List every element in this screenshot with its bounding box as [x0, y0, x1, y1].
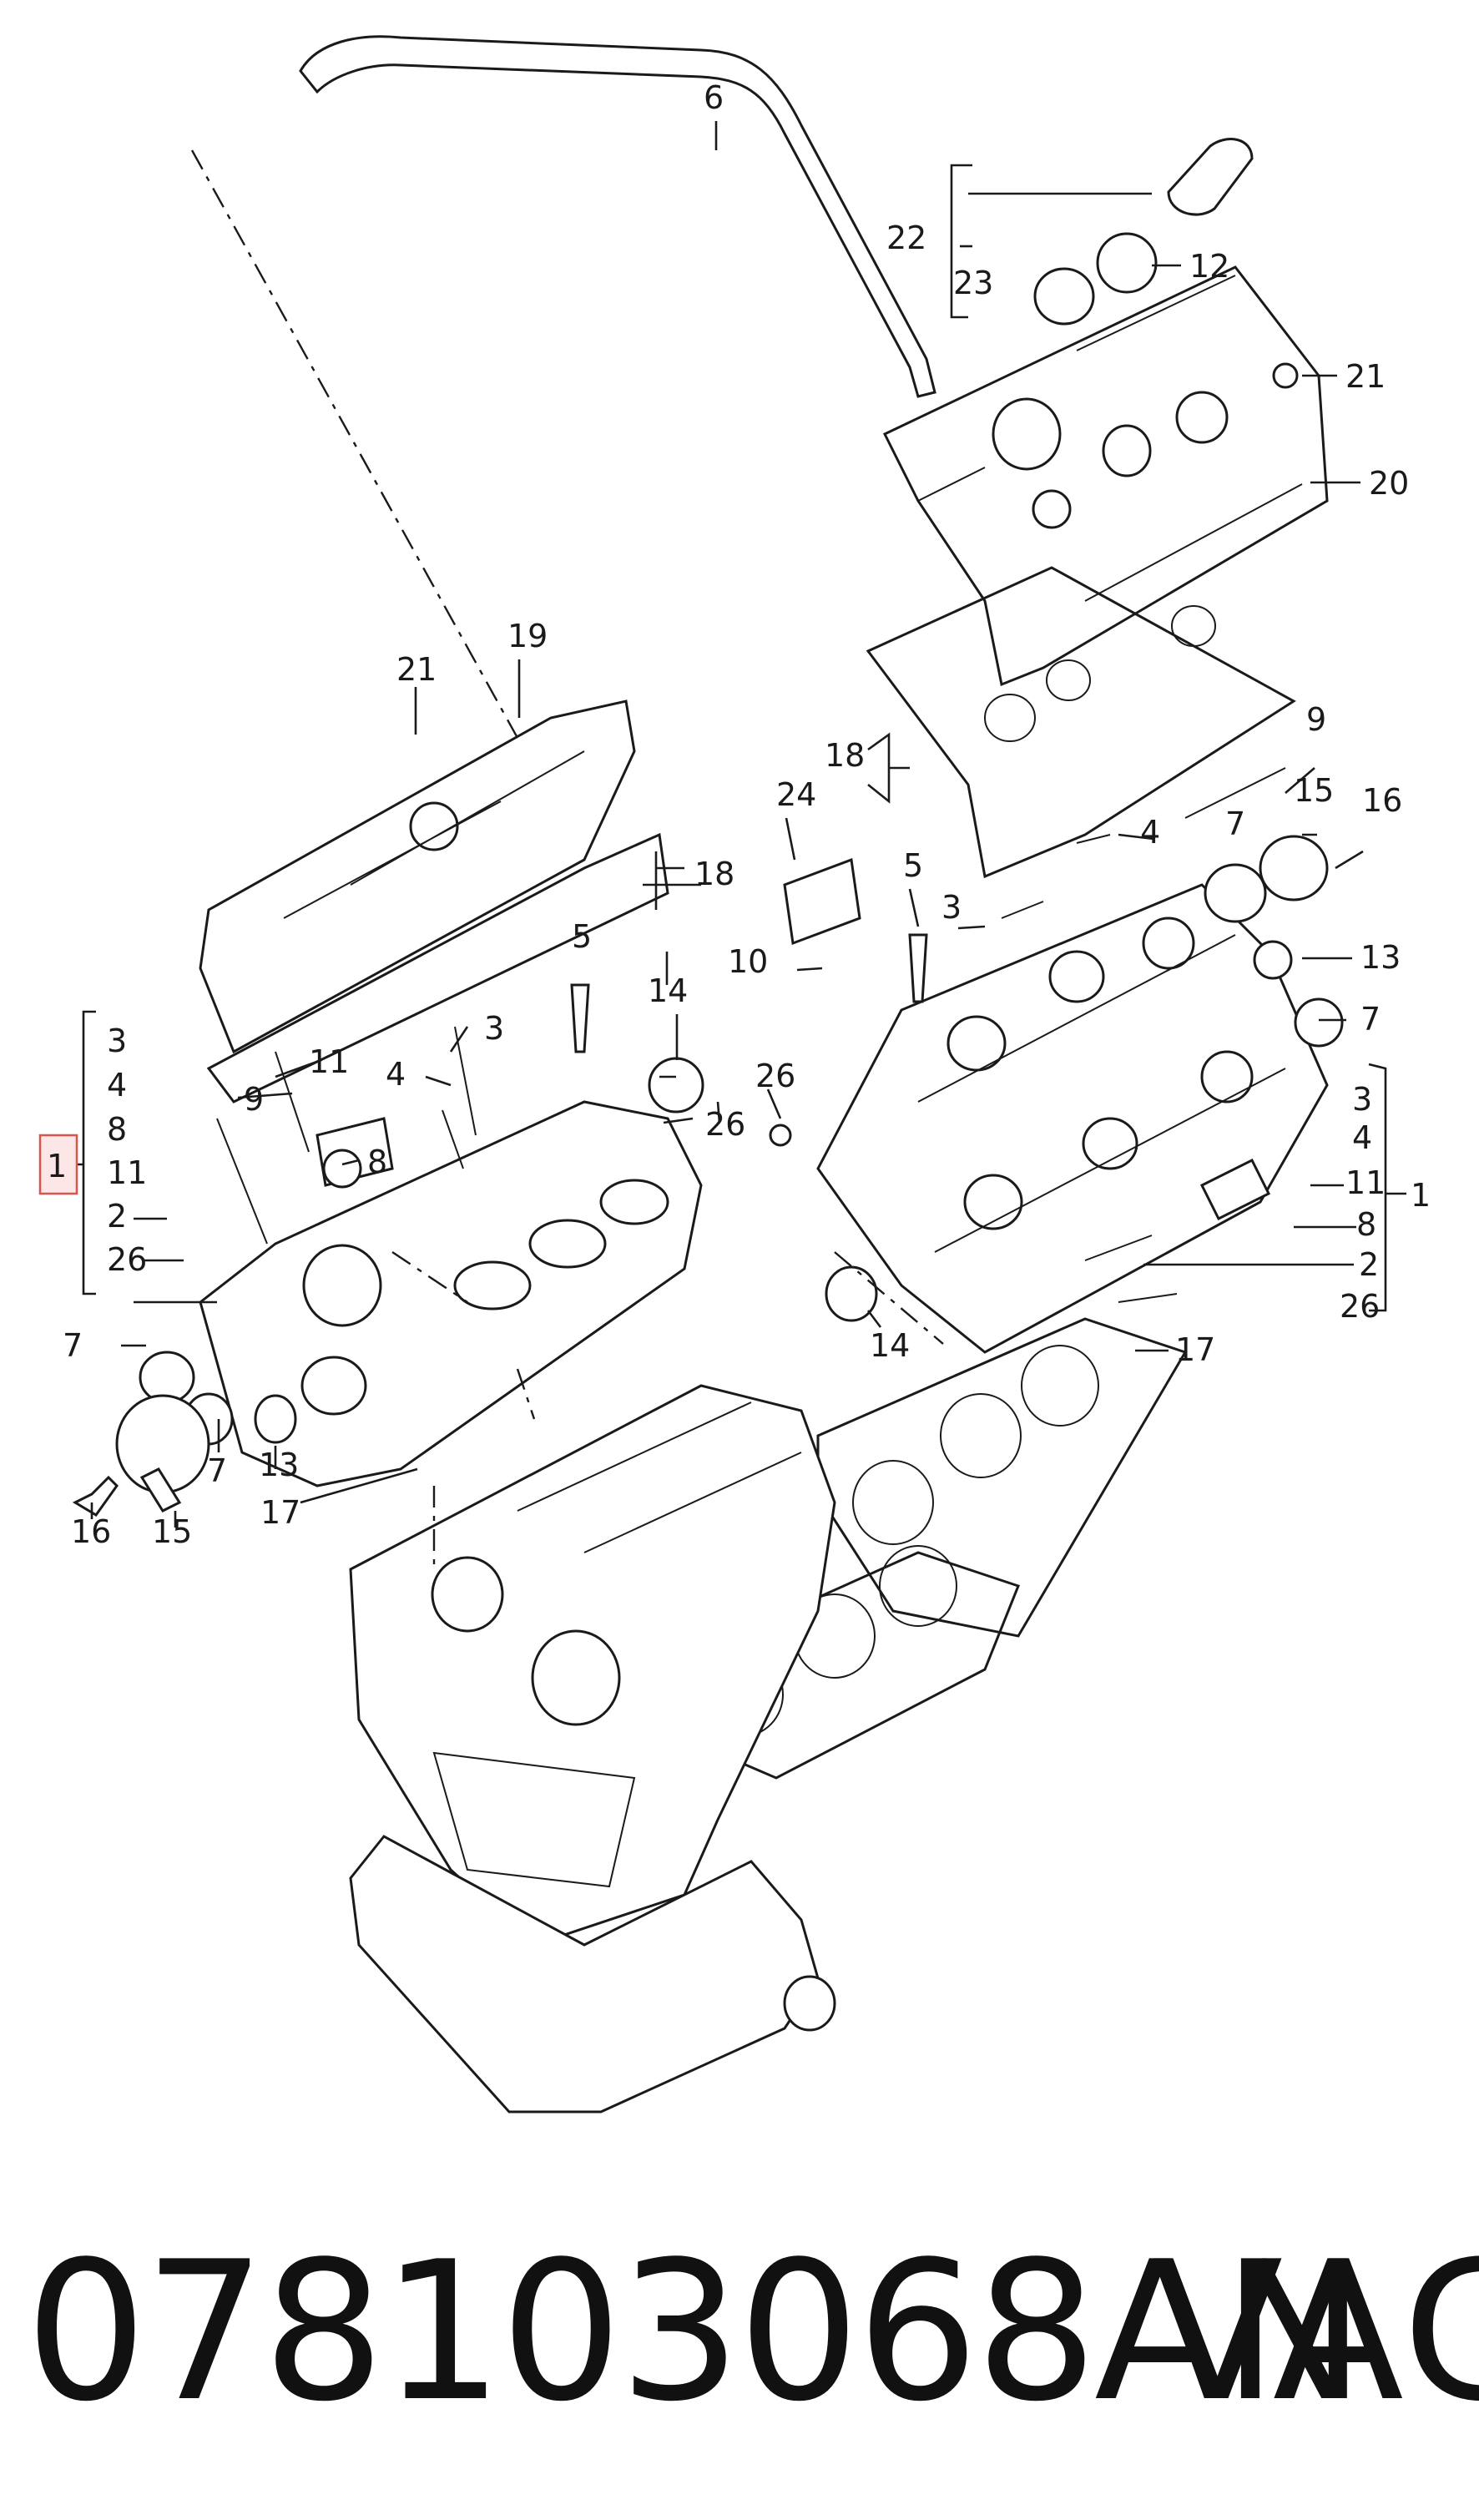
cylinder-head-left — [199, 1100, 703, 1487]
camshaft-plug-right — [1253, 940, 1293, 980]
callout-26-right: 26 — [755, 1058, 795, 1094]
callout-16-left: 16 — [71, 1513, 111, 1550]
oil-pan — [349, 1835, 836, 2113]
callout-4-right-group: 4 — [1352, 1119, 1372, 1156]
head-gasket-right — [816, 1317, 1188, 1638]
callout-4-left-group: 4 — [107, 1067, 127, 1103]
leader-lines — [67, 121, 1406, 1528]
callout-13-left: 13 — [259, 1447, 299, 1483]
callout-15-right: 15 — [1294, 772, 1334, 809]
spark-plug-right — [908, 933, 928, 1003]
callout-12: 12 — [1189, 248, 1229, 285]
callout-8-right: 8 — [1356, 1206, 1376, 1243]
camshaft-seal-right-upper — [1204, 863, 1267, 923]
part-number: 078103068AN — [25, 2221, 1365, 2444]
callout-3-right-group: 3 — [1352, 1081, 1372, 1118]
callout-7-left: 7 — [63, 1327, 83, 1364]
callout-labels: 6 22 23 12 21 20 19 21 18 9 24 15 16 4 7… — [47, 79, 1431, 1550]
callout-13-right: 13 — [1360, 939, 1401, 976]
callout-18-left: 18 — [694, 856, 734, 892]
callout-14-right: 14 — [870, 1327, 910, 1364]
callout-21-right: 21 — [1345, 358, 1386, 395]
callout-11-left: 11 — [309, 1043, 349, 1080]
callout-3-left: 3 — [484, 1010, 504, 1047]
callout-11-right: 11 — [1345, 1164, 1386, 1201]
callout-4-left: 4 — [386, 1056, 406, 1093]
exploded-engine-diagram: 6 22 23 12 21 20 19 21 18 9 24 15 16 4 7… — [38, 35, 1431, 2113]
callout-5-right: 5 — [903, 847, 923, 884]
callout-7-right-upper: 7 — [1225, 805, 1245, 842]
callout-19: 19 — [507, 618, 548, 654]
camshaft-plug-left — [254, 1394, 297, 1444]
oil-seal-right — [1294, 997, 1344, 1048]
callout-2-left-group: 2 — [107, 1198, 127, 1235]
callout-1-left: 1 — [47, 1148, 67, 1184]
callout-23: 23 — [953, 265, 993, 301]
callout-20: 20 — [1369, 465, 1409, 502]
callout-3-left-group: 3 — [107, 1023, 127, 1059]
bolt-left — [72, 1475, 119, 1517]
callout-9-left: 9 — [244, 1081, 264, 1118]
callout-14-left: 14 — [648, 972, 688, 1009]
valve-cover-gasket-left — [206, 832, 669, 1103]
cam-adjuster-right — [1259, 835, 1329, 901]
valve-cover-gasket-right — [866, 566, 1296, 879]
callout-7-right: 7 — [1360, 1001, 1381, 1038]
alignment-line — [190, 149, 536, 769]
highlight-box — [38, 1134, 78, 1195]
callout-11-left-group: 11 — [107, 1154, 147, 1191]
callout-6: 6 — [704, 79, 724, 116]
callout-16-right: 16 — [1362, 782, 1402, 819]
callout-17-left: 17 — [260, 1494, 300, 1531]
cam-bearing-cap-right — [1199, 1158, 1271, 1221]
oil-filler-cap — [1033, 138, 1254, 326]
valve-cover-left — [199, 699, 636, 1054]
callout-21-left: 21 — [396, 651, 437, 688]
spark-plug-left — [570, 983, 590, 1053]
valve-cover-right — [882, 265, 1329, 687]
cam-adjuster-left — [115, 1394, 210, 1513]
callout-26-right-group: 26 — [1340, 1288, 1380, 1325]
camshaft-seal-right — [825, 1265, 878, 1322]
engine-block — [349, 1384, 836, 1947]
callout-8-left: 8 — [367, 1144, 387, 1180]
callout-15-left: 15 — [152, 1513, 192, 1550]
camshaft-seal-left-upper — [648, 1057, 704, 1114]
callout-4-right: 4 — [1140, 814, 1160, 851]
callout-8-left-group: 8 — [107, 1111, 127, 1148]
actuator-24 — [783, 857, 861, 946]
callout-1-right: 1 — [1411, 1177, 1431, 1214]
breather-hose — [299, 35, 936, 398]
callout-10: 10 — [728, 943, 768, 980]
callout-26-left: 26 — [705, 1106, 745, 1143]
callout-2-right: 2 — [1359, 1246, 1379, 1283]
cap-nut-right — [1272, 362, 1299, 389]
callout-7-left-lower: 7 — [207, 1452, 227, 1489]
callout-24: 24 — [776, 776, 816, 813]
cylinder-head-right — [816, 883, 1329, 1354]
callout-26-left-group: 26 — [107, 1241, 147, 1278]
callout-5-left: 5 — [572, 918, 592, 955]
callout-22: 22 — [886, 220, 926, 256]
callout-9-right: 9 — [1306, 701, 1326, 738]
brand-label: VAG — [1152, 2221, 1479, 2444]
callout-18-right: 18 — [825, 737, 865, 774]
callout-3-right: 3 — [941, 889, 962, 926]
callout-17-right: 17 — [1175, 1331, 1215, 1368]
